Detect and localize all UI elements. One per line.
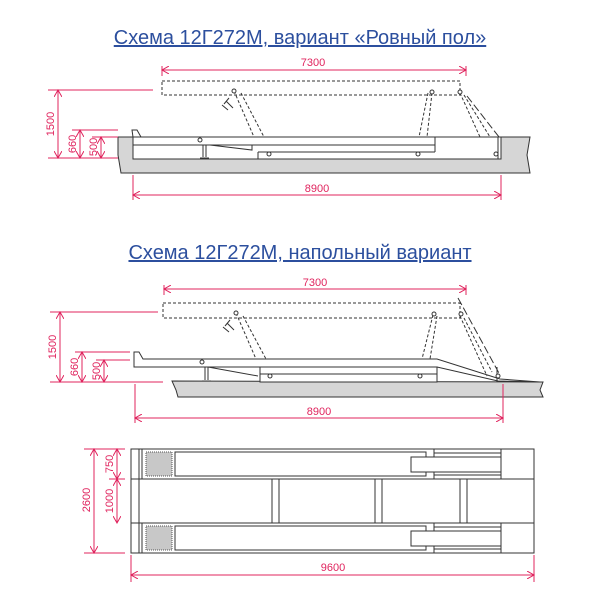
dim-660: 660 [69, 358, 81, 376]
dim-lift-height: 1500 [45, 112, 57, 136]
dim-lift-height: 1500 [47, 335, 59, 359]
wheel-plate-top [145, 451, 173, 477]
crossbar [271, 478, 280, 524]
scheme2-title: Схема 12Г272М, напольный вариант [128, 242, 471, 264]
scheme1-side-view: 7300 1500 660 500 8900 [45, 57, 531, 200]
dim-gap-width: 1000 [104, 489, 116, 513]
plan-view: 2600 750 1000 9600 [81, 449, 534, 582]
dim-top-length: 7300 [303, 277, 327, 289]
dim-plan-length: 9600 [321, 562, 345, 574]
dim-total-length: 8900 [307, 406, 331, 418]
scheme2-side-view: 7300 1500 660 500 8900 [47, 277, 544, 423]
crossbar [374, 478, 383, 524]
dim-500: 500 [88, 138, 100, 156]
floor-ground [171, 380, 544, 398]
dim-660: 660 [67, 135, 79, 153]
raised-platform [161, 80, 461, 96]
pivot [197, 137, 203, 143]
wheel-plate-bottom [145, 525, 173, 551]
scheme1-title: Схема 12Г272М, вариант «Ровный пол» [114, 27, 486, 49]
raised-platform [162, 302, 461, 319]
crossbar [459, 478, 468, 524]
pit [132, 136, 502, 160]
dim-total-width: 2600 [81, 488, 93, 512]
dim-500: 500 [91, 362, 103, 380]
dim-rail-width: 750 [104, 455, 116, 473]
dim-top-length: 7300 [301, 57, 325, 69]
dim-total-length: 8900 [305, 183, 329, 195]
